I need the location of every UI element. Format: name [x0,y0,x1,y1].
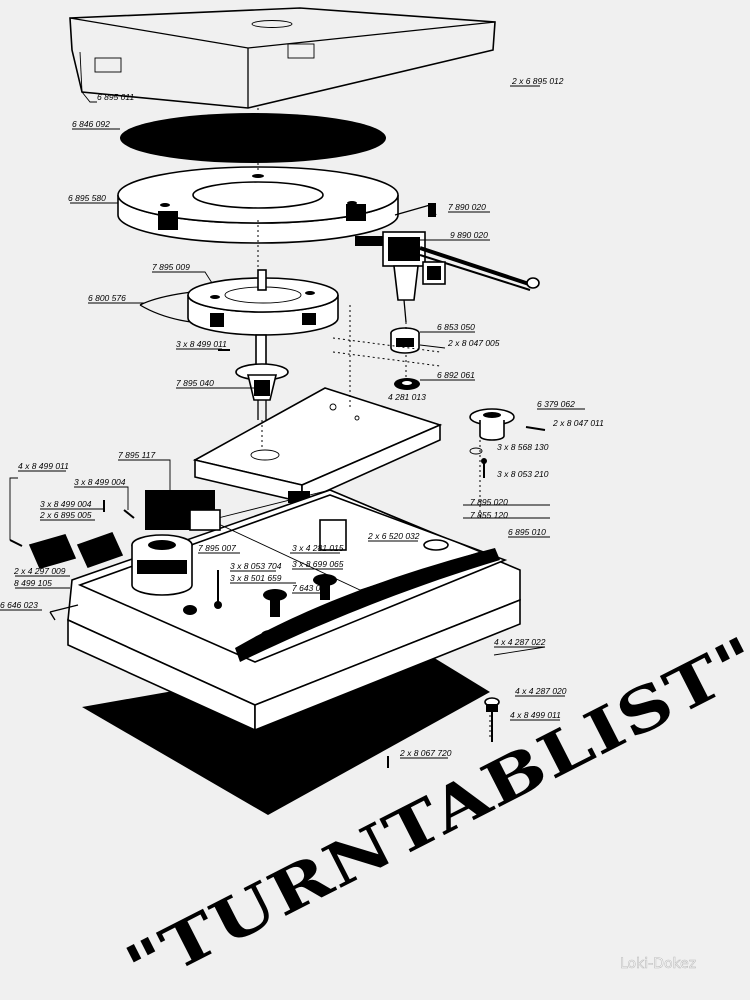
label-bolts: 3 x 8 053 210 [497,469,549,479]
label-motor-screws: 3 x 8 499 004 [74,477,126,487]
sub-platter [139,269,339,336]
label-pivot-nuts: 3 x 8 501 659 [230,573,282,583]
label-bearing: 7 895 040 [176,378,214,388]
label-platter: 6 895 580 [68,193,106,203]
label-pitch-slider: 7 855 120 [470,510,508,520]
top-plate [192,387,443,504]
plinth [67,489,521,815]
label-hinges: 2 x 6 895 012 [511,76,564,86]
right-parts [469,408,546,478]
label-arm-collar: 6 853 050 [437,322,475,332]
label-switch-caps: 2 x 6 895 005 [39,510,92,520]
part-labels: 6 895 011 2 x 6 895 012 6 846 092 6 895 … [0,76,604,758]
label-arm-rest: 7 890 020 [448,202,486,212]
label-motor-cover: 7 895 117 [118,450,155,460]
label-feet-screws: 3 x 4 281 015 [292,543,344,553]
screws [9,500,500,768]
label-pivot: 3 x 8 053 704 [230,561,282,571]
label-washers: 3 x 8 568 130 [497,442,549,452]
label-belt: 6 800 576 [88,293,126,303]
label-dust-cover: 6 895 011 [97,92,134,102]
label-knob: 6 379 062 [537,399,575,409]
label-arm-washer: 4 281 013 [388,392,426,402]
tonearm-base [390,327,420,390]
label-spindle-screws: 3 x 8 499 011 [176,339,227,349]
credit-watermark: Loki-Dokez [620,956,696,972]
label-switch-screws: 4 x 8 499 011 [18,461,69,471]
tonearm [355,203,540,323]
label-feet: 4 x 4 287 022 [494,637,546,647]
leader-lines [0,85,585,759]
motor-assembly [28,490,221,621]
label-arm-screws: 2 x 8 047 005 [447,338,500,348]
label-mat: 6 846 092 [72,119,110,129]
label-switch-bolt: 8 499 105 [14,578,52,588]
rubber-mat [120,113,386,163]
label-tonearm: 9 890 020 [450,230,488,240]
label-pcb: 2 x 6 520 032 [367,531,420,541]
platter [117,166,399,244]
label-fader: 7 643 010 [292,583,330,593]
label-switch: 2 x 4 297 009 [13,566,66,576]
label-sub-platter: 7 895 009 [152,262,190,272]
label-feet-screws-2: 4 x 8 499 011 [510,710,561,720]
label-arm-nut: 6 892 061 [437,370,475,380]
label-motor: 7 895 007 [198,543,236,553]
label-knob-screws: 2 x 8 047 011 [552,418,604,428]
label-chassis: 6 895 010 [508,527,546,537]
spindle-bearing [218,334,289,420]
label-base-screws: 2 x 8 067 720 [399,748,452,758]
label-feet-caps: 4 x 4 287 020 [515,686,567,696]
label-top-plate: 7 895 020 [470,497,508,507]
label-pivot-screws: 3 x 8 699 065 [292,559,344,569]
label-hinge: 6 646 023 [0,600,38,610]
label-motor-screws-2: 3 x 8 499 004 [40,499,92,509]
dust-cover [69,7,496,109]
